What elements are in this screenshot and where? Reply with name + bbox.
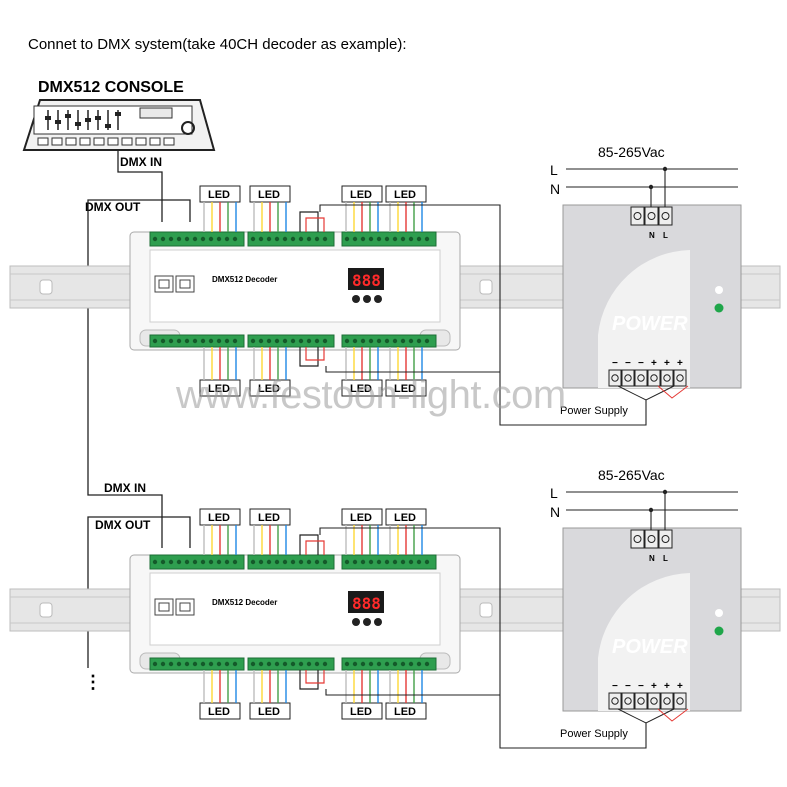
led-output-label: LED bbox=[385, 379, 427, 397]
svg-text:L: L bbox=[663, 554, 668, 563]
svg-text:LED: LED bbox=[394, 512, 416, 524]
svg-text:L: L bbox=[663, 231, 668, 240]
svg-text:LED: LED bbox=[258, 706, 280, 718]
power-supply-caption: Power Supply bbox=[560, 405, 628, 417]
rj45-port-icon bbox=[154, 275, 195, 293]
line-n-label: N bbox=[550, 181, 560, 197]
decoder-display: 888 bbox=[352, 271, 381, 290]
decoder-buttons bbox=[352, 295, 382, 303]
svg-text:LED: LED bbox=[258, 512, 280, 524]
led-output-label: LED bbox=[341, 185, 383, 203]
svg-text:N: N bbox=[649, 231, 655, 240]
terminal-strip-bottom bbox=[247, 657, 335, 671]
svg-text:−: − bbox=[612, 358, 618, 369]
svg-text:LED: LED bbox=[208, 706, 230, 718]
svg-text:+: + bbox=[664, 681, 670, 692]
mains-voltage-label: 85-265Vac bbox=[598, 467, 665, 483]
power-logo: POWER bbox=[612, 636, 688, 658]
svg-text:−: − bbox=[638, 358, 644, 369]
led-output-label: LED bbox=[199, 185, 241, 203]
led-output-label: LED bbox=[199, 379, 241, 397]
rj45-port-icon bbox=[154, 598, 195, 616]
line-l-label: L bbox=[550, 485, 558, 501]
terminal-strip-bottom bbox=[149, 657, 245, 671]
led-output-label: LED bbox=[199, 508, 241, 526]
dc-terminal-block: −−−+++ bbox=[608, 681, 689, 724]
power-supply-caption: Power Supply bbox=[560, 728, 628, 740]
terminal-strip-top bbox=[247, 554, 335, 570]
led-output-label: LED bbox=[341, 508, 383, 526]
terminal-strip-bottom bbox=[247, 334, 335, 348]
console-label: DMX512 CONSOLE bbox=[38, 79, 184, 96]
svg-text:LED: LED bbox=[350, 383, 372, 395]
svg-text:−: − bbox=[625, 681, 631, 692]
status-led-white bbox=[715, 609, 723, 617]
svg-text:LED: LED bbox=[350, 706, 372, 718]
svg-text:+: + bbox=[651, 358, 657, 369]
terminal-strip-bottom bbox=[341, 657, 437, 671]
svg-text:+: + bbox=[677, 681, 683, 692]
dc-terminal-block: −−−+++ bbox=[608, 358, 689, 401]
led-output-label: LED bbox=[249, 702, 291, 720]
dmx-out-label-2: DMX OUT bbox=[95, 518, 151, 532]
svg-text:LED: LED bbox=[258, 189, 280, 201]
svg-text:LED: LED bbox=[258, 383, 280, 395]
power-logo: POWER bbox=[612, 313, 688, 335]
status-led-white bbox=[715, 286, 723, 294]
line-n-label: N bbox=[550, 504, 560, 520]
led-output-label: LED bbox=[199, 702, 241, 720]
terminal-strip-top bbox=[149, 554, 245, 570]
led-output-label: LED bbox=[341, 702, 383, 720]
continuation-dots: ⋮ bbox=[84, 672, 102, 692]
dmx-in-label-2: DMX IN bbox=[104, 481, 146, 495]
svg-text:LED: LED bbox=[350, 189, 372, 201]
decoder-name: DMX512 Decoder bbox=[212, 275, 277, 284]
terminal-strip-top bbox=[341, 231, 437, 247]
svg-text:−: − bbox=[625, 358, 631, 369]
svg-text:N: N bbox=[649, 554, 655, 563]
decoder-name: DMX512 Decoder bbox=[212, 598, 277, 607]
led-output-label: LED bbox=[385, 702, 427, 720]
terminal-strip-top bbox=[149, 231, 245, 247]
status-led-green bbox=[714, 303, 724, 313]
svg-text:LED: LED bbox=[208, 512, 230, 524]
dmx-console-icon bbox=[22, 99, 216, 151]
svg-text:+: + bbox=[651, 681, 657, 692]
led-output-label: LED bbox=[385, 508, 427, 526]
status-led-green bbox=[714, 626, 724, 636]
decoder-buttons bbox=[352, 618, 382, 626]
svg-text:−: − bbox=[638, 681, 644, 692]
svg-text:LED: LED bbox=[394, 189, 416, 201]
terminal-strip-top bbox=[341, 554, 437, 570]
mains-voltage-label: 85-265Vac bbox=[598, 144, 665, 160]
svg-text:−: − bbox=[612, 681, 618, 692]
svg-text:LED: LED bbox=[394, 383, 416, 395]
svg-text:+: + bbox=[677, 358, 683, 369]
page-title: Connet to DMX system(take 40CH decoder a… bbox=[28, 36, 407, 53]
line-l-label: L bbox=[550, 162, 558, 178]
svg-text:LED: LED bbox=[208, 383, 230, 395]
svg-text:LED: LED bbox=[350, 512, 372, 524]
terminal-strip-bottom bbox=[149, 334, 245, 348]
dmx-out-label-1: DMX OUT bbox=[85, 200, 141, 214]
dmx-in-label-1: DMX IN bbox=[120, 155, 162, 169]
svg-text:+: + bbox=[664, 358, 670, 369]
terminal-strip-top bbox=[247, 231, 335, 247]
decoder-display: 888 bbox=[352, 594, 381, 613]
led-output-label: LED bbox=[249, 185, 291, 203]
svg-text:LED: LED bbox=[394, 706, 416, 718]
svg-text:LED: LED bbox=[208, 189, 230, 201]
led-output-label: LED bbox=[385, 185, 427, 203]
led-output-label: LED bbox=[249, 508, 291, 526]
terminal-strip-bottom bbox=[341, 334, 437, 348]
watermark: www.festoon-light.com bbox=[175, 373, 566, 417]
